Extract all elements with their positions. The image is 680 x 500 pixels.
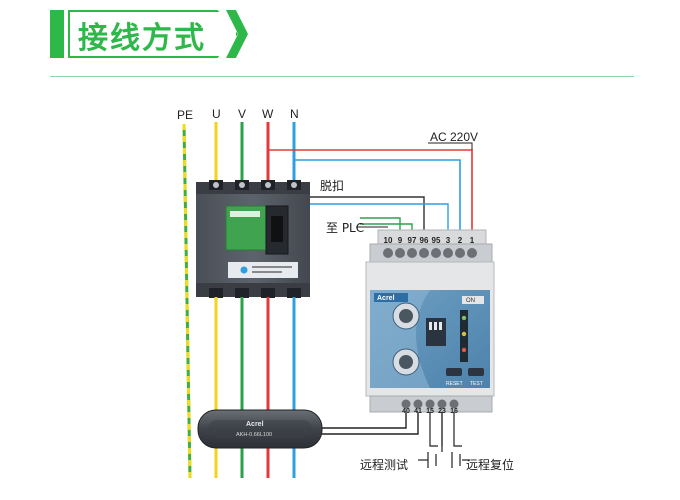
bottom-terminal-numbers: 40 41 15 23 16	[402, 408, 458, 415]
ac-supply-label: AC 220V	[430, 130, 478, 144]
circuit-breaker	[196, 180, 310, 298]
trip-wire-2	[300, 203, 449, 240]
page-title: 接线方式	[78, 21, 206, 56]
top-terminal-95: 95	[432, 236, 441, 245]
trip-wire-1	[300, 196, 425, 240]
trip-label: 脱扣	[320, 178, 344, 193]
on-indicator-label: ON	[466, 298, 475, 304]
test-button[interactable]	[468, 368, 484, 376]
top-terminal-10: 10	[384, 236, 393, 245]
ct-wire-1	[322, 412, 407, 429]
bottom-terminal-16: 16	[450, 408, 458, 415]
bottom-terminal-23: 23	[438, 408, 446, 415]
top-terminal-3: 3	[446, 236, 451, 245]
v-label: V	[238, 107, 246, 121]
plc-label: 至 PLC	[326, 221, 364, 235]
pe-wire	[182, 123, 192, 479]
top-terminal-1: 1	[470, 236, 475, 245]
relay-module: Acrel ON RESET TEST	[365, 229, 495, 413]
reset-label: RESET	[446, 381, 463, 387]
top-terminal-9: 9	[398, 236, 403, 245]
reset-button[interactable]	[446, 368, 462, 376]
header-title-box	[68, 10, 238, 58]
remote-test-label: 远程测试	[360, 457, 408, 472]
bottom-terminal-15: 15	[426, 408, 434, 415]
top-terminal-2: 2	[458, 236, 463, 245]
top-terminal-96: 96	[420, 236, 429, 245]
ac-indicator-line	[428, 142, 473, 150]
bottom-terminal-40: 40	[402, 408, 410, 415]
n-supply-wire	[294, 159, 461, 240]
top-terminal-97: 97	[408, 236, 417, 245]
header-divider	[50, 76, 634, 77]
remote-reset-label: 远程复位	[466, 457, 514, 472]
n-label: N	[290, 107, 299, 121]
header-accent-bar	[50, 10, 64, 58]
remote-control-wiring	[418, 412, 470, 468]
u-label: U	[212, 107, 221, 121]
relay-brand: Acrel	[377, 295, 395, 302]
ct-model: AKH-0.66L100	[236, 432, 272, 438]
w-label: W	[262, 107, 274, 121]
current-transformer: Acrel AKH-0.66L100	[197, 409, 323, 449]
bottom-terminal-41: 41	[414, 408, 422, 415]
pe-label: PE	[177, 108, 193, 122]
test-label: TEST	[470, 381, 483, 387]
ct-wire-2	[322, 412, 419, 435]
ct-brand: Acrel	[246, 421, 264, 428]
